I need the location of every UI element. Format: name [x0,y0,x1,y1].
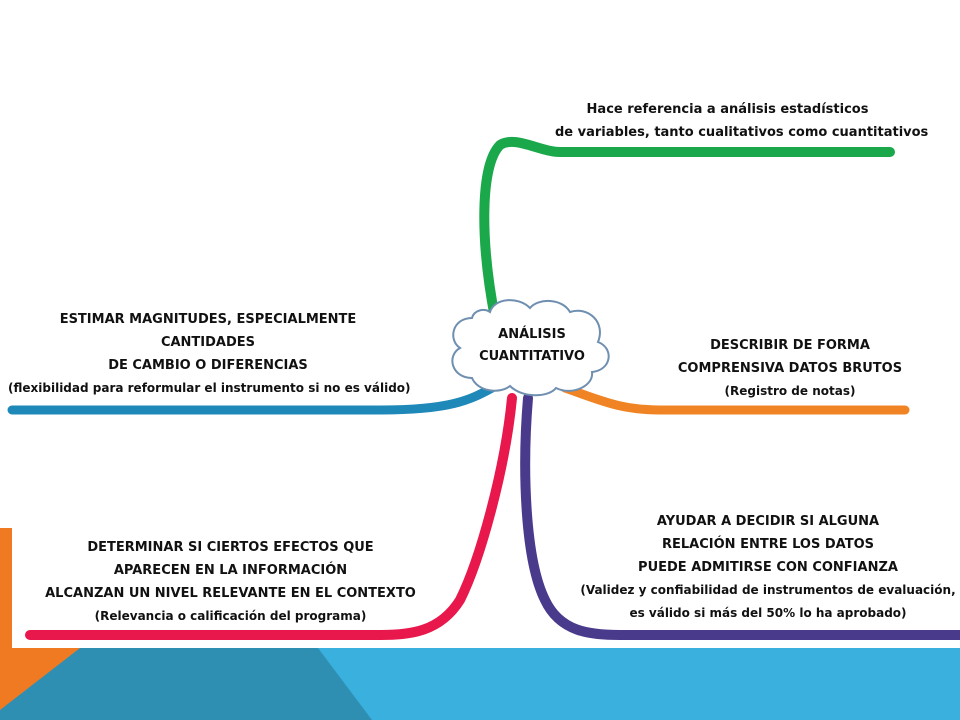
top-line1: Hace referencia a análisis estadísticos [586,102,869,117]
center-title-line1: ANÁLISIS [498,327,566,342]
branch-top-label: Hace referencia a análisis estadísticos … [555,98,929,144]
right-line1: DESCRIBIR DE FORMA [710,338,870,353]
bottom-left-line1: DETERMINAR SI CIERTOS EFECTOS QUE [87,540,374,555]
branch-left [7,383,497,415]
top-line2: de variables, tanto cualitativos como cu… [555,125,929,140]
branch-right [560,383,910,415]
branch-bottom-left [25,393,517,640]
center-node: ANÁLISIS CUANTITATIVO [462,324,602,368]
center-cloud-shape [451,299,610,397]
bottom-left-line3: ALCANZAN UN NIVEL RELEVANTE EN EL CONTEX… [45,586,416,601]
center-title-line2: CUANTITATIVO [479,349,585,364]
bottom-right-line2: RELACIÓN ENTRE LOS DATOS [662,537,874,552]
branch-bottom-right-label: AYUDAR A DECIDIR SI ALGUNA RELACIÓN ENTR… [578,510,958,625]
branch-left-label: ESTIMAR MAGNITUDES, ESPECIALMENTE CANTID… [8,308,411,400]
bottom-left-line2: APARECEN EN LA INFORMACIÓN [113,563,348,578]
orange-accent-bar [0,528,12,648]
bottom-right-line1: AYUDAR A DECIDIR SI ALGUNA [656,514,880,529]
left-line3: DE CAMBIO O DIFERENCIAS [108,358,308,373]
left-line1: ESTIMAR MAGNITUDES, ESPECIALMENTE [59,312,357,327]
branch-bottom-left-label: DETERMINAR SI CIERTOS EFECTOS QUE APAREC… [28,536,433,628]
right-note: (Registro de notas) [724,384,856,398]
bottom-right-line3: PUEDE ADMITIRSE CON CONFIANZA [638,560,898,575]
left-line2: CANTIDADES [160,335,256,350]
left-note: (flexibilidad para reformular el instrum… [8,381,411,395]
band-dark [0,648,372,720]
orange-accent-triangle [0,648,80,710]
bottom-left-note: (Relevancia o calificación del programa) [94,609,367,623]
branch-right-label: DESCRIBIR DE FORMA COMPRENSIVA DATOS BRU… [670,334,910,403]
bottom-right-note2: es válido si más del 50% lo ha aprobado) [629,606,907,620]
bottom-right-note1: (Validez y confiabilidad de instrumentos… [580,583,956,597]
right-line2: COMPRENSIVA DATOS BRUTOS [677,361,903,376]
branch-top [479,136,895,323]
branch-bottom-right [520,393,960,640]
